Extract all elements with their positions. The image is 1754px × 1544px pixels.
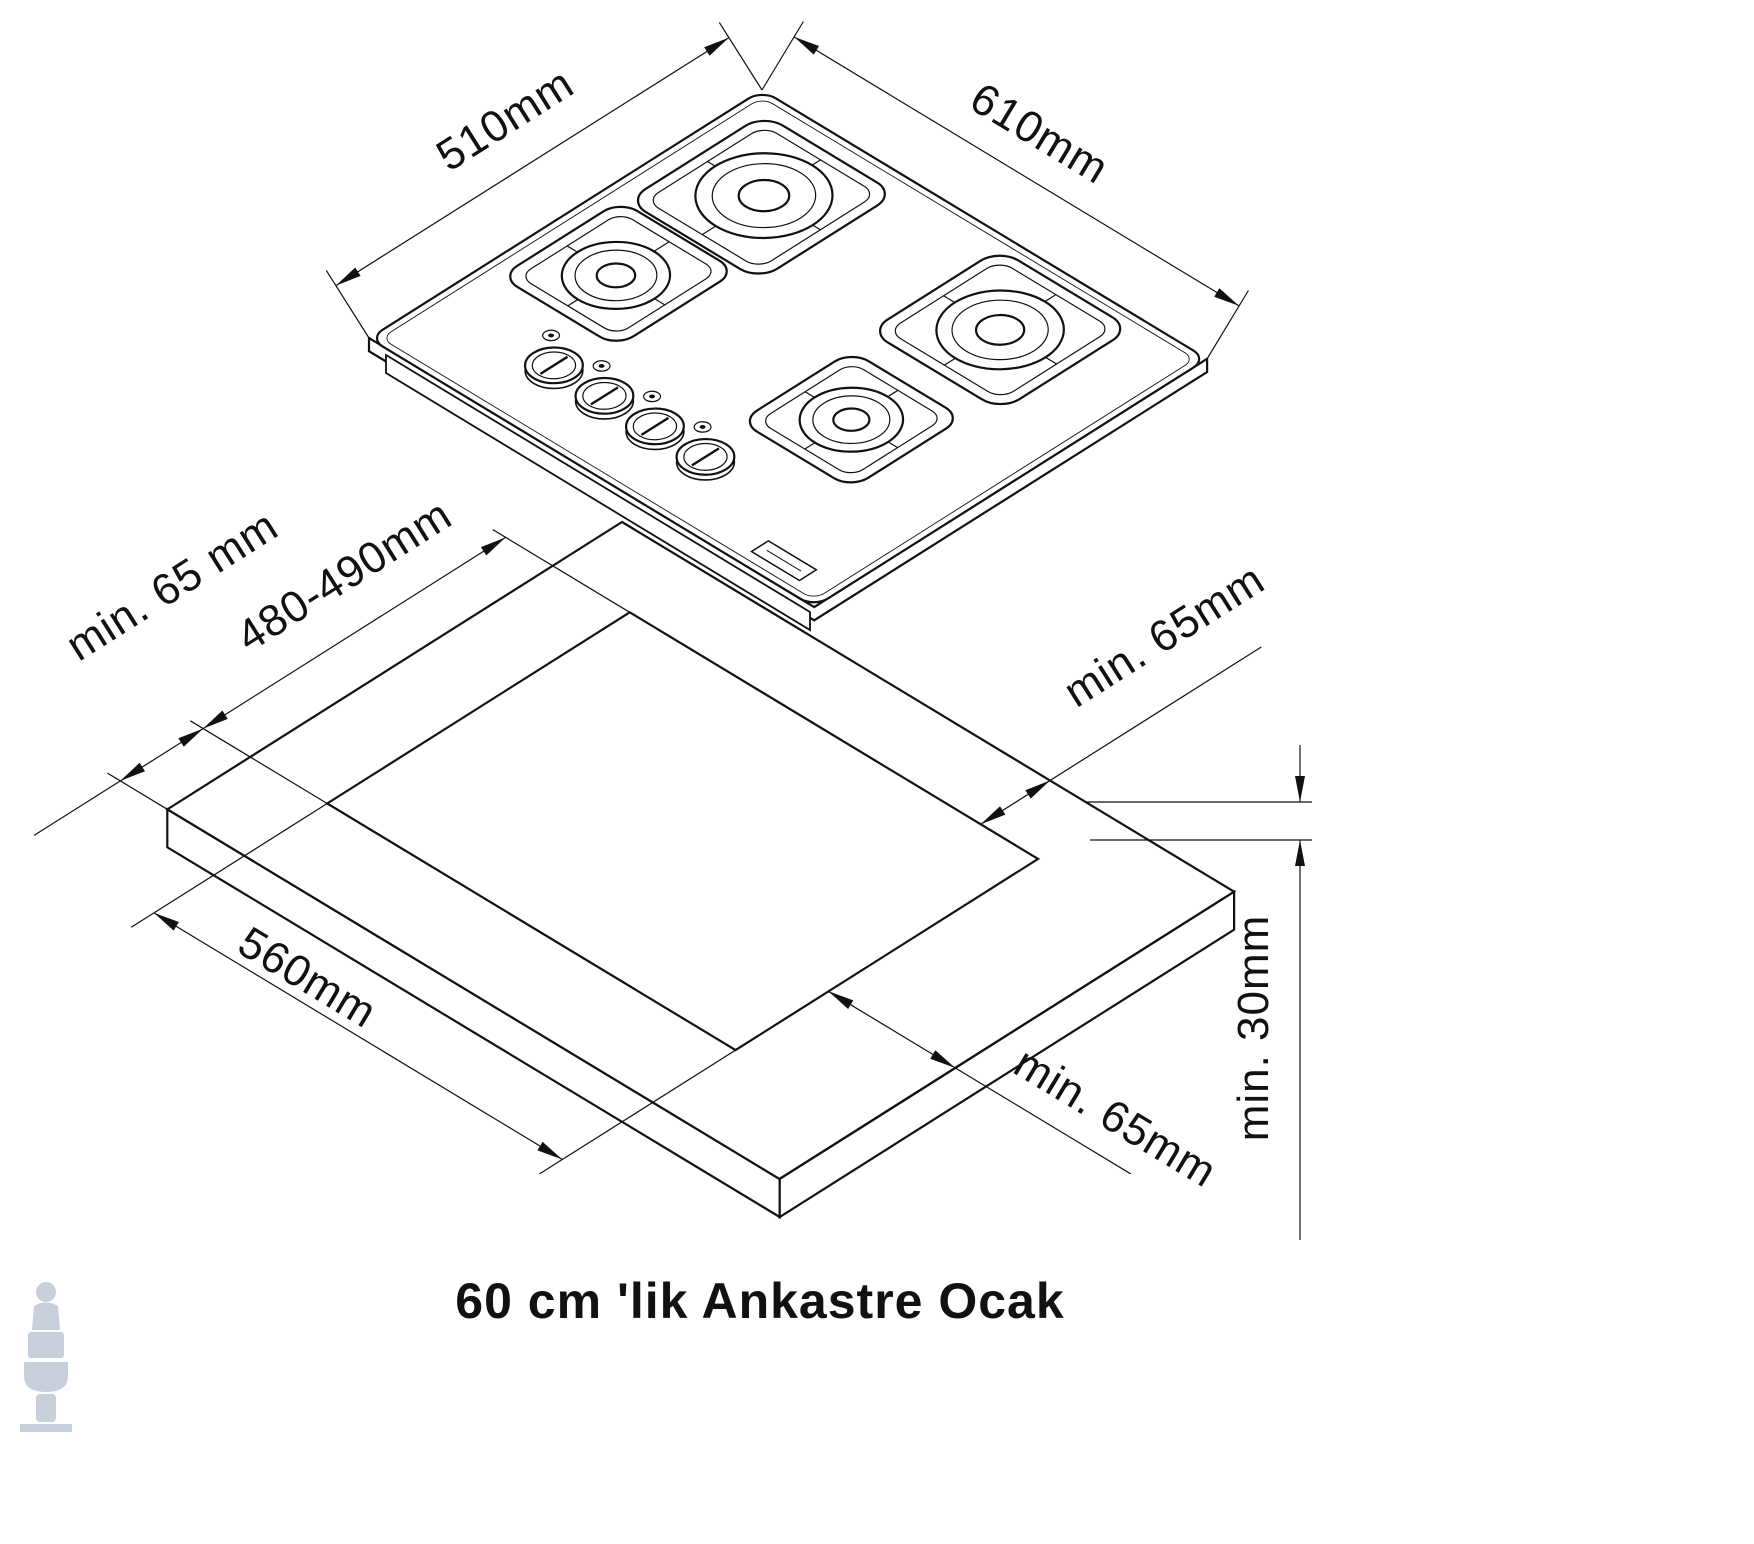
burner-right <box>888 261 1113 400</box>
dimension-arrow <box>1025 780 1050 799</box>
burner-large <box>646 126 877 269</box>
hob-drawing <box>367 90 1209 632</box>
cutout-outline <box>327 612 1038 1050</box>
dim-counter-thickness: min. 30mm <box>1085 745 1312 1240</box>
dimension-arrow <box>980 806 1006 825</box>
dim-label-clearance-front: min. 65mm <box>1006 1038 1225 1197</box>
hob-body-tray <box>385 353 811 632</box>
dim-label-counter-thickness: min. 30mm <box>1229 915 1278 1142</box>
dimension-arrow <box>480 537 506 556</box>
burner-front-centre <box>759 362 944 477</box>
countertop-drawing <box>167 522 1234 1219</box>
hob-glass-inner-line <box>381 97 1195 599</box>
control-knobs <box>498 328 759 487</box>
watermark-logo <box>20 1282 72 1432</box>
dimension-arrow <box>704 37 729 56</box>
dim-label-hob-depth: 610mm <box>962 73 1117 193</box>
dimension-arrow <box>120 762 145 781</box>
hob-glass-outline <box>369 90 1207 607</box>
dimension-arrow <box>930 1050 956 1068</box>
dimension-arrow <box>537 1141 563 1160</box>
burner-mid-left <box>519 212 718 335</box>
brand-badge <box>752 541 817 581</box>
hob-glass-plane <box>369 90 1207 607</box>
dimension-arrow <box>828 991 854 1009</box>
dimension-arrow <box>203 710 228 729</box>
dimension-arrow <box>1295 776 1305 802</box>
hob-front-edge <box>367 336 1209 622</box>
dimension-arrow <box>1295 840 1305 866</box>
dimension-arrow <box>794 36 819 55</box>
counter-top-plane <box>167 522 1234 1179</box>
dimension-arrow <box>1214 288 1240 306</box>
diagram-caption: 60 cm 'lik Ankastre Ocak <box>455 1273 1064 1329</box>
dimension-arrow <box>178 728 204 747</box>
dimension-arrow <box>154 912 179 931</box>
dimension-arrow <box>335 267 361 286</box>
dim-label-clearance-right: min. 65mm <box>1055 554 1273 716</box>
dim-label-hob-width: 510mm <box>428 58 582 180</box>
